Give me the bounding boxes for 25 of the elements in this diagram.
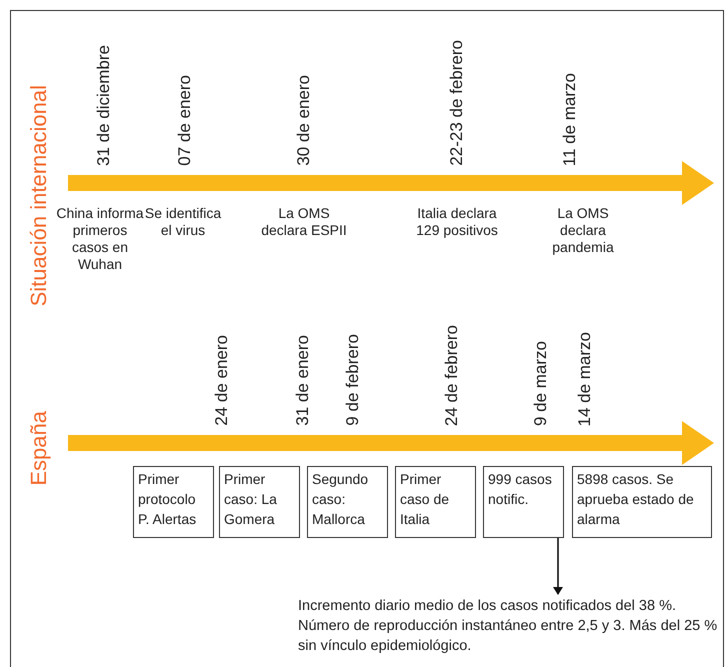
date-label: 14 de marzo [575,332,595,426]
date-label: 24 de enero [212,335,232,426]
event-text: China informa primeros casos en Wuhan [55,205,145,273]
date-label: 11 de marzo [560,72,580,166]
note-text: Incremento diario medio de los casos notificados del 38 %. Número de reproducción instantáneo entre 2,5 y 3. Más del 25 % sin vínculo epidemiológico. [298,596,718,656]
event-box: Segundo caso: Mallorca [307,466,388,538]
date-label: 9 de febrero [343,334,363,426]
date-label: 31 de enero [293,335,313,426]
date-label: 9 de marzo [531,340,551,426]
event-box: Primer protocolo P. Alertas [133,466,214,538]
row-title: España [26,411,52,486]
event-text: Italia declara 129 positivos [415,205,499,239]
date-label: 30 de enero [294,75,314,166]
row-title: Situación internacional [26,84,52,306]
event-box: 999 casos notific. [483,466,564,538]
event-box: 5898 casos. Se aprueba estado de alarma [572,466,712,538]
date-label: 22-23 de febrero [447,40,467,166]
event-box: Primer caso de Italia [395,466,476,538]
event-box: Primer caso: La Gomera [219,466,300,538]
date-label: 31 de diciembre [94,45,114,166]
arrow [553,538,563,595]
event-text: La OMS declara pandemia [551,205,615,256]
date-label: 07 de enero [175,75,195,166]
date-label: 24 de febrero [442,324,462,426]
event-text: La OMS declara ESPII [260,205,348,239]
